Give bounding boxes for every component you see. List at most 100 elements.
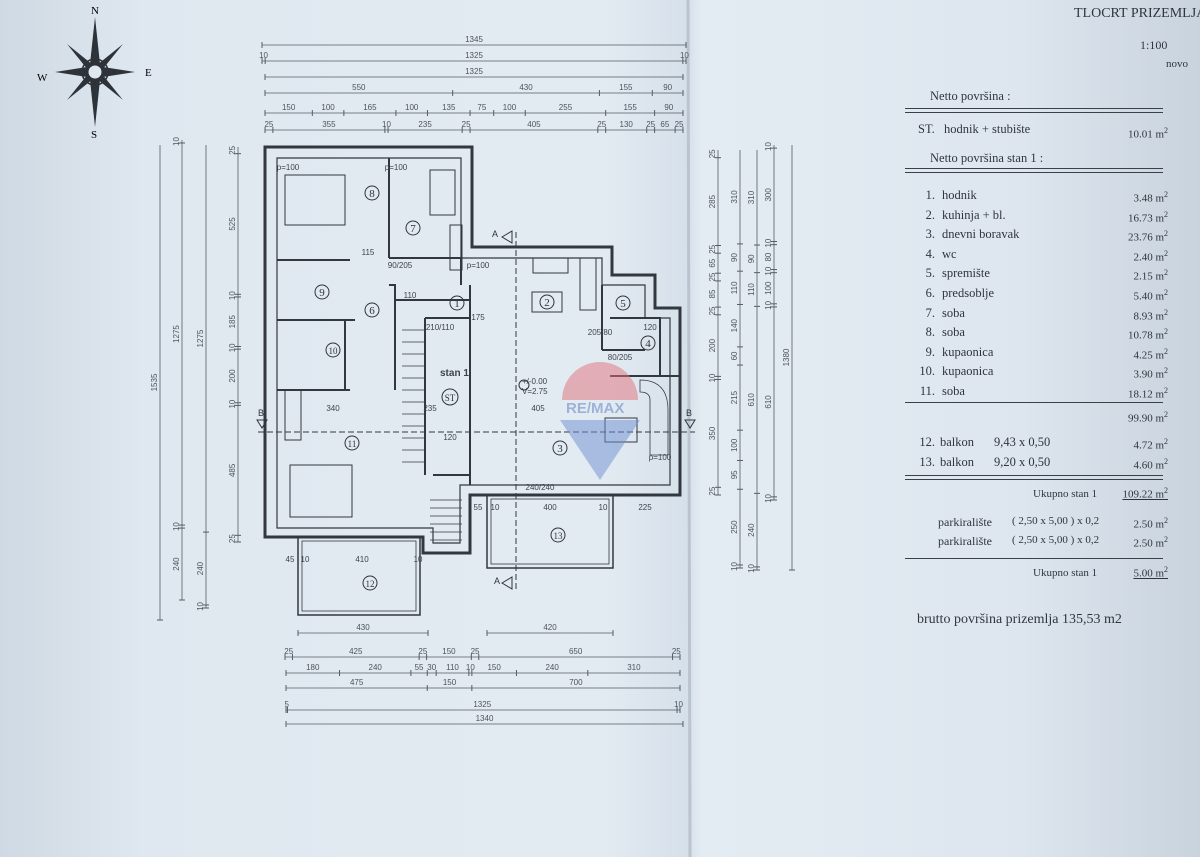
total-value: 109.22 m2 [1122, 486, 1168, 501]
dimension-label: 55 [415, 663, 424, 672]
remax-watermark-logo: RE/MAX [560, 362, 640, 480]
plan-dimension-note: 410 [355, 555, 369, 564]
dimension-label: 310 [730, 190, 739, 204]
stair-label: ST [445, 393, 456, 403]
room-name: soba [942, 305, 965, 320]
dimension-label: 65 [660, 120, 669, 129]
balcony-number: 12. [919, 435, 935, 449]
dimension-label: 255 [559, 103, 573, 112]
st-code: ST. [918, 122, 935, 136]
dimension-label: 85 [708, 289, 717, 298]
dimension-label: 155 [623, 103, 637, 112]
dimension-label: 25 [646, 120, 655, 129]
dimension-label: 310 [627, 663, 641, 672]
room-number-circle [539, 294, 555, 310]
room-number-circle [344, 435, 360, 451]
section-a-bottom: A [494, 576, 500, 586]
dimension-label: 250 [730, 520, 739, 534]
dimension-label: 10 [764, 238, 773, 247]
plan-dimension-note: 240/240 [526, 483, 555, 492]
room-number: 4. [925, 246, 935, 261]
dimension-label: 1275 [196, 329, 205, 347]
dimension-label: 150 [443, 678, 457, 687]
room-number: 10. [919, 364, 935, 379]
drawing-scale: 1:100 [1140, 38, 1168, 52]
parking-name: parkiralište [938, 534, 992, 548]
dimension-label: 60 [730, 351, 739, 360]
dimension-label: 25 [597, 120, 606, 129]
plan-dimension-note: p=100 [467, 261, 490, 270]
dimension-label: 90 [747, 254, 756, 263]
dimension-label: 90 [663, 83, 672, 92]
stair-circle [441, 388, 459, 406]
dimension-label: 1380 [782, 348, 791, 366]
brutto-area: brutto površina prizemlja 135,53 m2 [917, 612, 1122, 627]
room-number-circle [364, 185, 380, 201]
dimension-label: 1325 [465, 51, 483, 60]
room-number-label: 8 [369, 188, 375, 200]
parking-total-value: 5.00 m2 [1133, 565, 1168, 580]
dimension-label: 90 [730, 253, 739, 262]
balcony-number: 13. [919, 455, 935, 469]
dimension-label: 610 [747, 393, 756, 407]
plan-dimension-note: 10 [599, 503, 608, 512]
room-area: 18.12 m2 [1127, 386, 1168, 401]
dimension-label: 165 [363, 103, 377, 112]
dimension-label: 25 [672, 647, 681, 656]
balcony-area: 4.72 m2 [1133, 437, 1168, 452]
st-name: hodnik + stubište [944, 122, 1031, 136]
level-marker-icon [518, 379, 530, 391]
plan-dimension-note: 90/205 [388, 261, 413, 270]
room-number-label: 12 [366, 579, 375, 589]
dimension-label: 130 [620, 120, 634, 129]
dimension-label: 240 [172, 557, 181, 571]
dimension-label: 10 [764, 300, 773, 309]
plan-dimension-note: 10 [414, 555, 423, 564]
dimension-label: 215 [730, 390, 739, 404]
parking-total-label: Ukupno stan 1 [1033, 567, 1098, 579]
plan-dimension-note: 225 [638, 503, 652, 512]
room-area: 3.48 m2 [1133, 190, 1168, 205]
room-number-label: 4 [645, 338, 651, 350]
plan-dimension-note: p=100 [385, 163, 408, 172]
room-number-label: 5 [620, 298, 626, 310]
dimension-label: 430 [356, 623, 370, 632]
dimension-label: 25 [675, 120, 684, 129]
dimension-label: 1325 [473, 700, 491, 709]
dimension-label: 10 [196, 601, 205, 610]
dimension-label: 25 [708, 244, 717, 253]
unit-label: stan 1 [440, 368, 469, 379]
room-number-label: 3 [557, 443, 563, 455]
plan-dimension-note: 205/80 [588, 328, 613, 337]
plan-dimension-note: 175 [471, 313, 485, 322]
dimension-label: 10 [730, 561, 739, 570]
balcony-area: 4.60 m2 [1133, 457, 1168, 472]
room-number-circle [550, 527, 566, 543]
drawing-status: novo [1166, 58, 1188, 70]
paper-fold [686, 0, 692, 857]
plan-dimension-note: 405 [531, 404, 545, 413]
dimension-label: 240 [196, 561, 205, 575]
dimension-label: 25 [708, 306, 717, 315]
subtotal-value: 99.90 m2 [1127, 410, 1168, 425]
section-marker-icon [684, 419, 696, 429]
dimension-label: 65 [708, 258, 717, 267]
dimension-label: 1325 [465, 67, 483, 76]
room-number-label: 10 [329, 346, 339, 356]
parking-area: 2.50 m2 [1133, 535, 1168, 550]
dimension-label: 475 [350, 678, 364, 687]
dimension-label: 25 [462, 120, 471, 129]
dimension-label: 155 [619, 83, 633, 92]
plan-dimension-note: 10 [491, 503, 500, 512]
compass-e: E [145, 67, 152, 79]
room-number-circle [325, 342, 341, 358]
section-b-right: B [686, 408, 692, 418]
dimension-label: 5 [285, 700, 290, 709]
room-name: soba [942, 325, 965, 340]
room-area: 2.15 m2 [1133, 268, 1168, 284]
plan-dimension-note: p=100 [277, 163, 300, 172]
section-marker-icon [256, 419, 268, 429]
plan-dimension-note: 115 [362, 248, 375, 257]
